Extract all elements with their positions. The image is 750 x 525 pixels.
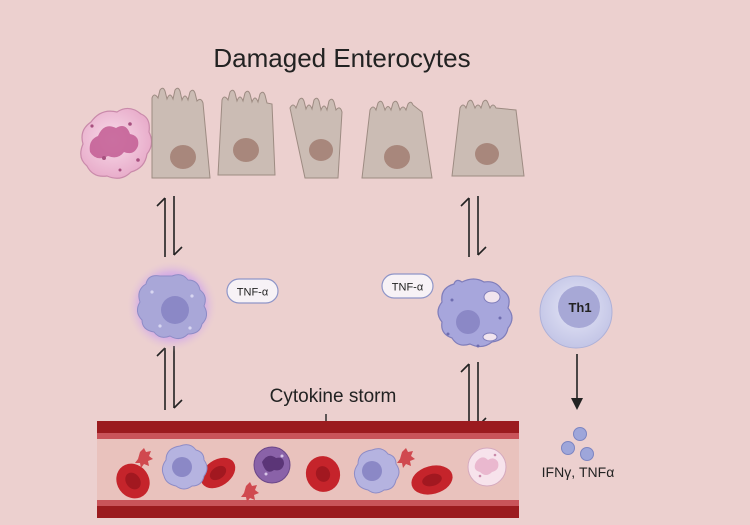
enterocyte-cell-icon: [289, 97, 343, 179]
neutrophil-vessel-icon: [467, 447, 507, 487]
granulocyte-icon: [253, 446, 291, 484]
red-blood-cell-icon: [411, 465, 453, 495]
tnf-alpha-pill-right: TNF-α: [381, 273, 434, 299]
th1-cell-icon: Th1: [539, 275, 613, 349]
monocyte-icon: [161, 444, 208, 490]
red-blood-cell-icon: [200, 457, 236, 489]
platelet-icon: [241, 482, 259, 502]
enterocyte-cell-icon: [217, 89, 276, 176]
equilibrium-arrow-right-lower: [460, 362, 487, 428]
equilibrium-arrow-left-lower: [156, 346, 183, 410]
platelet-icon: [397, 448, 415, 468]
neutrophil-cell-icon: [80, 107, 153, 179]
red-blood-cell-icon: [116, 463, 150, 499]
activated-monocyte-icon: [126, 260, 218, 352]
cytokine-storm-label: Cytokine storm: [270, 386, 397, 407]
ifn-tnf-label: IFNγ, TNFα: [542, 464, 615, 480]
cytokine-particle-icon: [561, 427, 594, 461]
red-blood-cell-icon: [305, 456, 341, 492]
monocyte-icon: [353, 448, 400, 494]
th1-secretion-arrow: [571, 354, 583, 410]
macrophage-icon: [437, 278, 513, 348]
equilibrium-arrow-left-upper: [156, 196, 183, 257]
enterocyte-cell-icon: [151, 87, 211, 179]
diagram-title: Damaged Enterocytes: [213, 43, 470, 73]
tnf-alpha-pill-left: TNF-α: [226, 278, 279, 304]
equilibrium-arrow-right-upper: [460, 196, 487, 257]
th1-label: Th1: [568, 300, 591, 315]
enterocyte-cell-icon: [361, 100, 433, 179]
enterocyte-cell-icon: [451, 99, 525, 177]
tnf-alpha-label-right: TNF-α: [392, 282, 424, 294]
tnf-alpha-label-left: TNF-α: [237, 287, 269, 299]
platelet-icon: [135, 448, 153, 468]
